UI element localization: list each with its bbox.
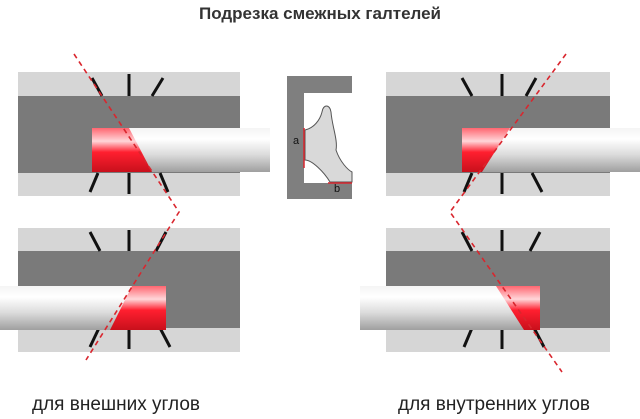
cut-line-inner bbox=[449, 53, 567, 373]
miter-box-outer-bottom bbox=[0, 228, 240, 352]
profile-label-b: b bbox=[334, 183, 340, 195]
miter-box-inner-bottom bbox=[360, 228, 610, 352]
molding-profile: a b bbox=[287, 76, 353, 199]
miter-box-outer-top bbox=[18, 72, 270, 196]
red-cut-face bbox=[496, 286, 540, 330]
red-cut-face bbox=[462, 128, 510, 172]
profile-label-a: a bbox=[293, 135, 300, 147]
red-cut-face bbox=[92, 128, 152, 172]
miter-box-inner-top bbox=[386, 72, 640, 196]
saw-slots bbox=[460, 230, 546, 349]
caption-outer-corners: для внешних углов bbox=[32, 394, 200, 415]
red-cut-face bbox=[110, 286, 166, 330]
saw-slots bbox=[460, 74, 544, 194]
cut-line-outer bbox=[73, 53, 180, 361]
caption-inner-corners: для внутренних углов bbox=[398, 394, 591, 415]
diagram-title: Подрезка смежных галтелей bbox=[198, 4, 442, 23]
